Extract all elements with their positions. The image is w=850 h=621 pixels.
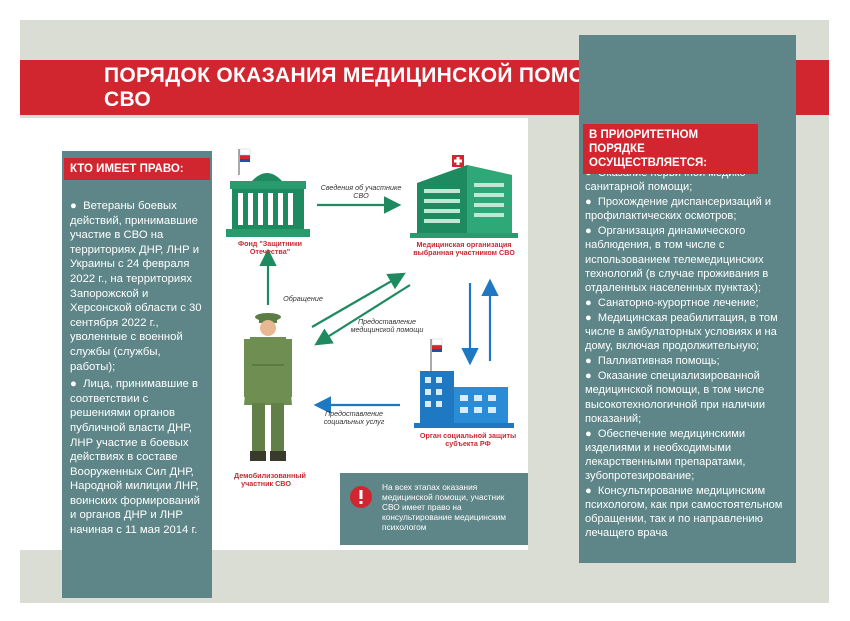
- service-item: ● Санаторно-курортное лечение;: [585, 296, 759, 309]
- care-flow-diagram: [226, 148, 518, 461]
- arrow-appeal-label: Обращение: [283, 294, 323, 303]
- warning-icon: [350, 486, 372, 508]
- eligible-item: ● Лица, принимавшие в соответствии с реш…: [70, 378, 200, 537]
- soldier-label: Демобилизованный участник СВО: [234, 471, 306, 489]
- fund-building-icon: [226, 148, 310, 237]
- service-item: ● Оказание специализированной медицинско…: [585, 370, 766, 425]
- arrow-social-label: Предоставление социальных услуг: [323, 409, 385, 427]
- priority-services-heading: В ПРИОРИТЕТНОМ ПОРЯДКЕ ОСУЩЕСТВЛЯЕТСЯ:: [583, 124, 758, 174]
- soldier-figure-icon: [244, 313, 292, 461]
- service-item: ● Медицинская реабилитация, в том числе …: [585, 311, 778, 353]
- arrow-medical-label: Предоставление медицинской помощи: [350, 317, 424, 335]
- hospital-building-icon: [410, 155, 518, 238]
- social-building-icon: [414, 338, 514, 428]
- arrow-info-label: Сведения об участнике СВО: [320, 183, 402, 201]
- social-label: Орган социальной защиты субъекта РФ: [419, 431, 517, 449]
- who-is-eligible-heading: КТО ИМЕЕТ ПРАВО:: [64, 158, 210, 180]
- service-item: ● Консультирование медицинским психолого…: [585, 485, 783, 540]
- priority-services-panel: ● Оказание первичной медико-санитарной п…: [579, 35, 796, 563]
- arrow-from-medorg: [314, 284, 411, 346]
- who-is-eligible-panel: ● Ветераны боевых действий, принимавшие …: [62, 151, 212, 598]
- arrow-to-medorg: [311, 272, 406, 328]
- eligible-item: ● Ветераны боевых действий, принимавшие …: [70, 200, 202, 373]
- fund-label: Фонд "Защитники Отечества": [237, 239, 303, 257]
- service-item: ● Паллиативная помощь;: [585, 355, 720, 368]
- psychologist-notice: На всех этапах оказания медицинской помо…: [340, 473, 528, 545]
- service-item: ● Организация динамического наблюдения, …: [585, 225, 769, 294]
- medorg-label: Медицинская организация выбранная участн…: [413, 240, 515, 258]
- notice-text: На всех этапах оказания медицинской помо…: [382, 482, 506, 532]
- service-item: ● Обеспечение медицинскими изделиями и н…: [585, 427, 746, 482]
- service-item: ● Прохождение диспансеризаций и профилак…: [585, 196, 772, 223]
